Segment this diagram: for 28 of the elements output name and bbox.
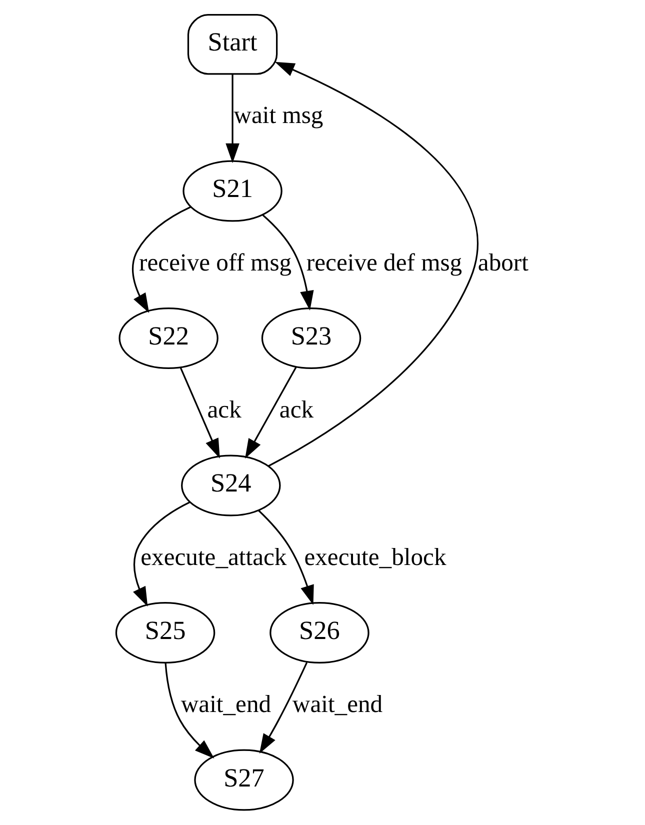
edge-label: ack xyxy=(206,396,241,424)
edge-label: receive off msg xyxy=(138,249,292,276)
node-ellipse: S25 xyxy=(114,602,215,664)
node-ellipse: S27 xyxy=(194,749,294,811)
edge-label: receive def msg xyxy=(306,249,462,276)
arrow xyxy=(179,367,220,458)
edge-label: ack xyxy=(278,396,314,424)
arrow xyxy=(132,501,190,607)
edge-label: wait_end xyxy=(180,691,271,718)
edge-label: wait_end xyxy=(292,691,382,718)
node-ellipse: S21 xyxy=(182,160,282,222)
arrow xyxy=(131,206,190,313)
node-ellipse: S24 xyxy=(180,454,280,516)
node-ellipse: S26 xyxy=(269,602,369,664)
arrow xyxy=(225,74,239,164)
node-ellipse: S22 xyxy=(118,307,218,370)
arrow xyxy=(258,510,314,605)
node-box: Start xyxy=(186,14,278,75)
arrow xyxy=(262,214,314,310)
node-ellipse: S23 xyxy=(260,307,361,370)
edge-label: abort xyxy=(477,249,528,276)
arrow xyxy=(164,662,214,758)
edge-label: execute_block xyxy=(304,544,446,571)
arrow xyxy=(244,366,296,459)
edge-label: wait msg xyxy=(233,102,323,130)
arrow xyxy=(267,62,478,467)
arrow xyxy=(258,662,308,754)
edge-label: execute_attack xyxy=(140,544,286,571)
